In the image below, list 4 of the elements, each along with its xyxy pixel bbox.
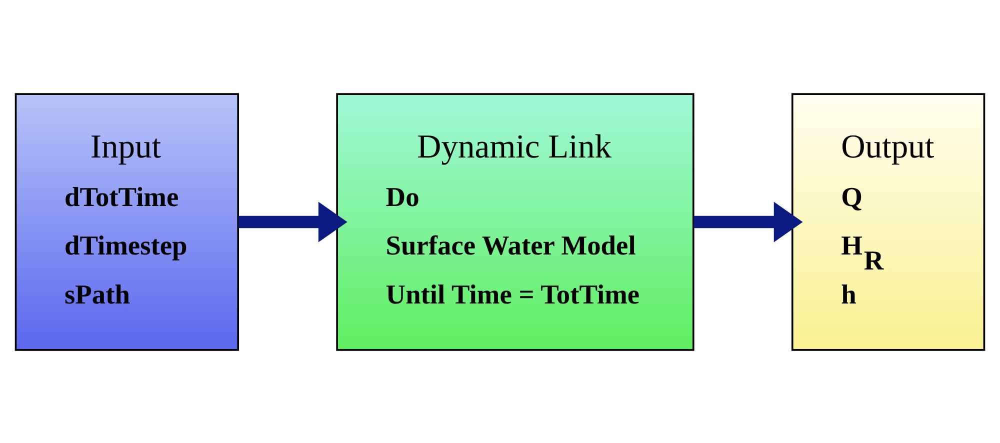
node-box: Dynamic Link Do Surface Water Model Until Time = TotTime bbox=[336, 92, 694, 350]
arrow bbox=[238, 201, 348, 242]
arrow bbox=[694, 201, 803, 242]
node-box: Input dTotTime dTimestep sPath bbox=[14, 92, 239, 350]
